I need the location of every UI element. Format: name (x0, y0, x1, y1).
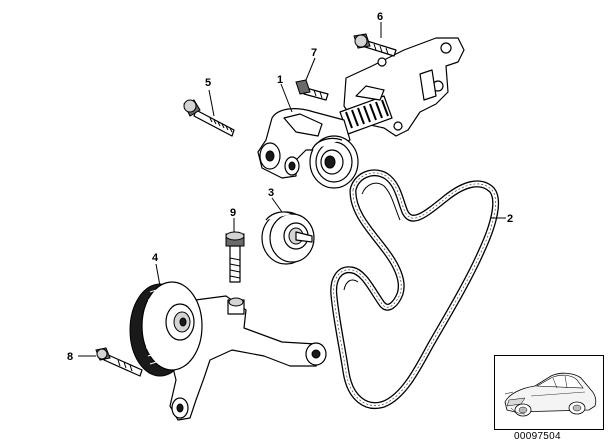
bolt-short-upper[interactable] (353, 33, 397, 57)
drive-belt[interactable] (330, 169, 500, 409)
bolt-lower[interactable] (95, 347, 143, 377)
pulley-support-bracket[interactable] (169, 295, 327, 421)
belt-tensioner-arm[interactable] (257, 108, 351, 179)
callout-9: 9 (230, 207, 236, 219)
callout-2: 2 (507, 213, 513, 225)
bolt-vertical[interactable] (225, 231, 245, 283)
callout-leaders (78, 22, 506, 357)
car-silhouette-icon (504, 372, 597, 417)
callout-8: 8 (67, 351, 73, 363)
callout-3: 3 (268, 187, 274, 199)
vehicle-thumbnail (494, 355, 604, 430)
callout-1: 1 (277, 74, 283, 86)
diagram-reference-code: 00097504 (514, 431, 561, 442)
bolt-long[interactable] (183, 99, 235, 137)
bolt-tensioner[interactable] (295, 79, 329, 101)
callout-7: 7 (311, 47, 317, 59)
callout-4: 4 (152, 252, 159, 264)
idler-pulley[interactable] (261, 211, 315, 265)
ribbed-pulley[interactable] (129, 281, 203, 377)
callout-6: 6 (377, 11, 383, 23)
callout-5: 5 (205, 77, 211, 89)
tensioner-pulley[interactable] (309, 135, 359, 189)
